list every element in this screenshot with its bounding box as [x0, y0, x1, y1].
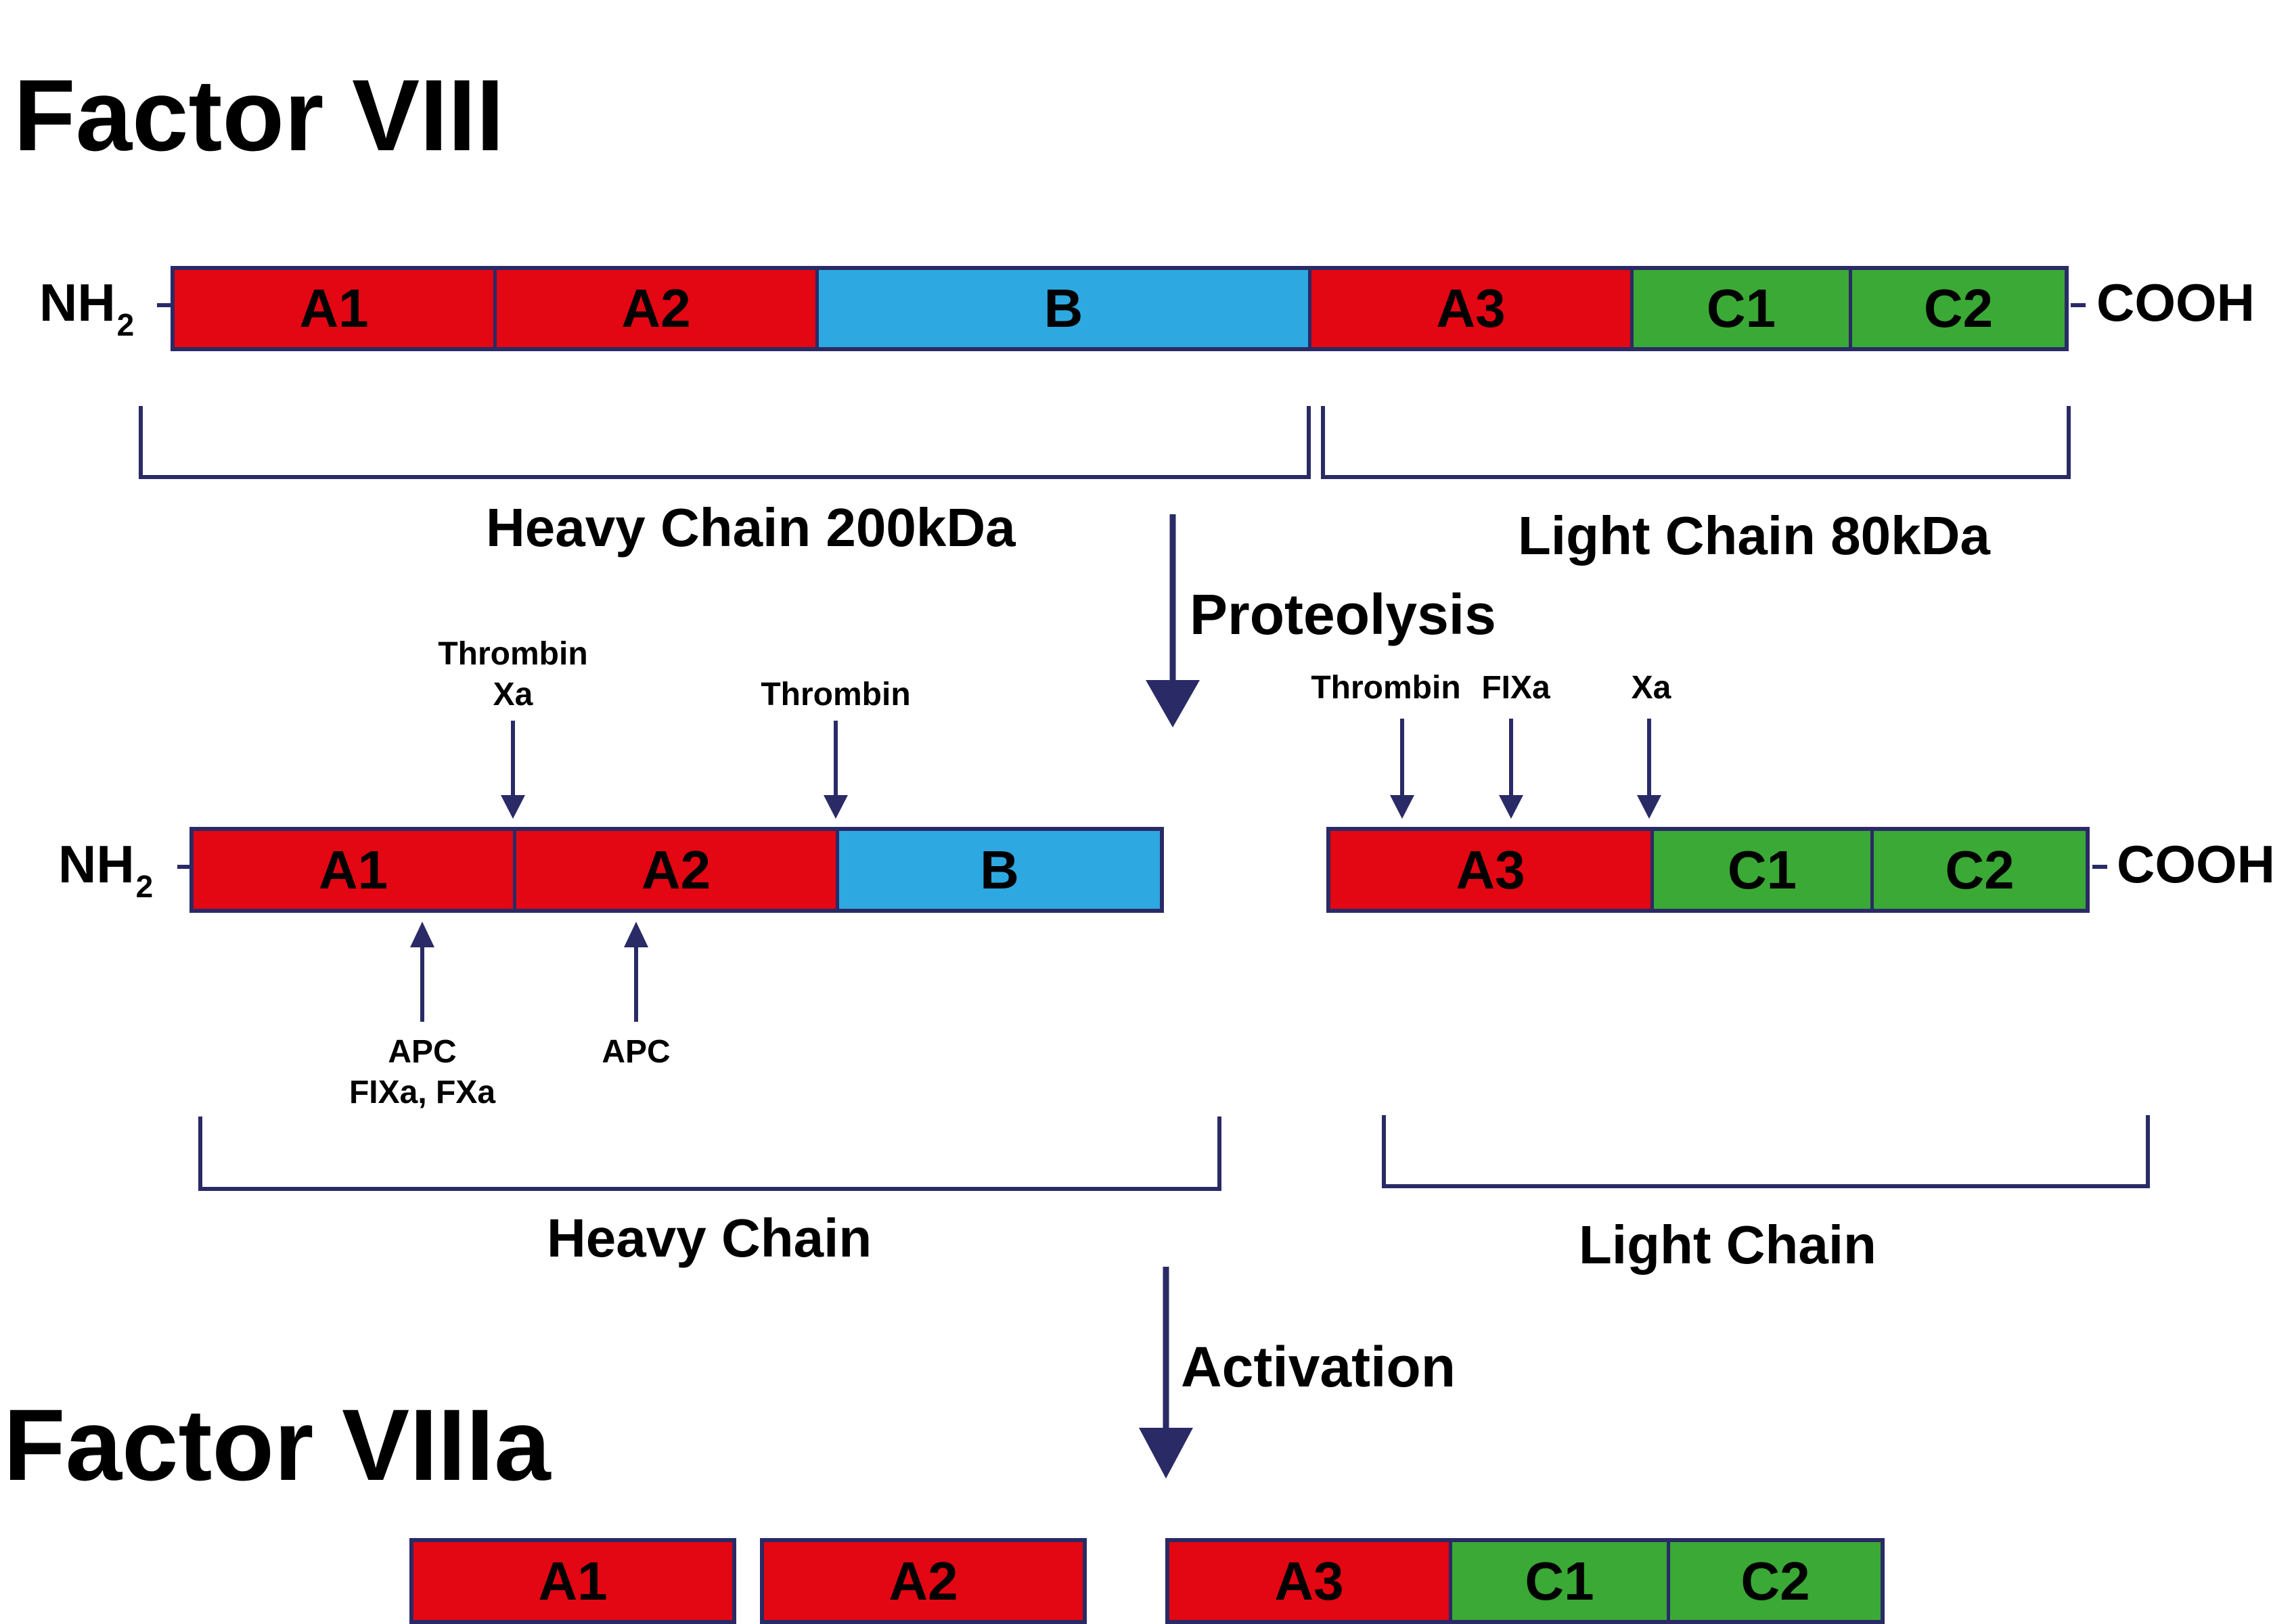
cleavage-label-xa: Xa — [1631, 670, 1671, 706]
cleavage-arrowhead-thrombin-a2b — [824, 795, 848, 819]
activated-a2: A2 — [760, 1538, 1087, 1624]
light-chain-label-2: Light Chain — [1579, 1215, 1877, 1275]
fragment-domain-a2: A2 — [516, 831, 839, 909]
fragment-domain-a3: A3 — [1330, 831, 1654, 909]
heavy-chain-label: Heavy Chain 200kDa — [486, 497, 1016, 558]
cleavage-label-fixa: FIXa — [1481, 670, 1550, 706]
cleavage-arrowhead-thrombin-a3 — [1390, 795, 1414, 819]
activated-domain-a1: A1 — [413, 1542, 732, 1620]
proteolysis-label: Proteolysis — [1190, 583, 1496, 646]
domain-b: B — [819, 270, 1311, 347]
activated-domain-c2: C2 — [1670, 1542, 1881, 1620]
title-factor-viii: Factor VIII — [14, 58, 505, 172]
c-terminus-2: COOH — [2117, 834, 2275, 894]
activation-arrow-head — [1139, 1428, 1193, 1479]
cleavage-arrowhead-apc-1 — [410, 922, 434, 947]
light-chain-label: Light Chain 80kDa — [1518, 505, 1990, 566]
cleavage-label-apc: APC — [602, 1034, 671, 1070]
domain-a2: A2 — [497, 270, 819, 347]
activated-domain-c1: C1 — [1452, 1542, 1670, 1620]
n-terminus-2: NH2 — [58, 834, 154, 904]
domain-a3: A3 — [1311, 270, 1634, 347]
c-terminus: COOH — [2096, 273, 2255, 332]
cleavage-arrowhead-thrombin-xa — [501, 795, 525, 819]
domain-a1: A1 — [175, 270, 497, 347]
fragment-domain-a1: A1 — [194, 831, 516, 909]
fragment-domain-c1: C1 — [1654, 831, 1874, 909]
cleavage-arrowhead-fixa — [1499, 795, 1523, 819]
cleavage-label-thrombin-a2b: Thrombin — [761, 677, 911, 713]
fragment-domain-c2: C2 — [1874, 831, 2086, 909]
activated-domain-a3: A3 — [1169, 1542, 1452, 1620]
n-terminus: NH2 — [39, 273, 135, 342]
factor-viii-chain: A1 A2 B A3 C1 C2 — [171, 266, 2069, 351]
n-terminus-2-tick — [177, 865, 192, 869]
cleavage-arrowhead-apc-2 — [624, 922, 648, 947]
activated-domain-a2: A2 — [764, 1542, 1083, 1620]
heavy-chain-bracket-2 — [198, 1116, 1221, 1191]
n-terminus-tick — [157, 303, 172, 307]
heavy-chain-bracket — [139, 406, 1311, 479]
title-factor-viiia: Factor VIIIa — [3, 1388, 551, 1502]
cleavage-label-thrombin-a3: Thrombin — [1311, 670, 1461, 706]
light-chain-bracket-2 — [1382, 1115, 2150, 1188]
c-terminus-2-tick — [2092, 865, 2107, 869]
fragment-domain-b: B — [839, 831, 1160, 909]
cleavage-arrowhead-xa — [1637, 795, 1661, 819]
heavy-chain-label-2: Heavy Chain — [547, 1208, 872, 1268]
light-chain-fragment: A3 C1 C2 — [1326, 827, 2090, 913]
activation-label: Activation — [1181, 1335, 1456, 1399]
c-terminus-tick — [2071, 303, 2086, 307]
domain-c1: C1 — [1634, 270, 1852, 347]
activated-light-chain: A3 C1 C2 — [1165, 1538, 1885, 1624]
light-chain-bracket — [1321, 406, 2071, 479]
proteolysis-arrow-head — [1146, 680, 1200, 727]
heavy-chain-fragment: A1 A2 B — [189, 827, 1164, 913]
domain-c2: C2 — [1852, 270, 2065, 347]
activated-a1: A1 — [409, 1538, 736, 1624]
